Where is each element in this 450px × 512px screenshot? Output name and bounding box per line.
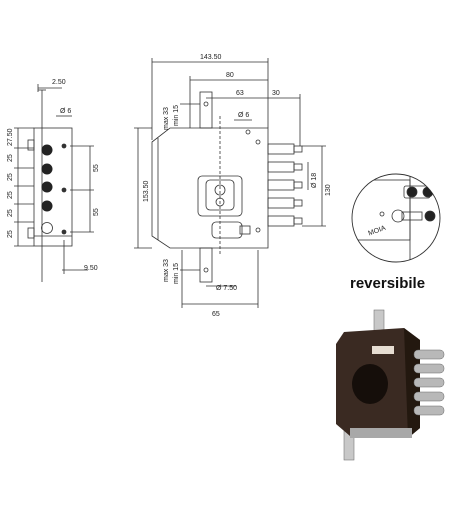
front-dim-65: 65	[212, 311, 220, 318]
front-dim-max-top: max 33	[163, 107, 170, 130]
side-left-dim: 25	[7, 173, 14, 181]
front-dim-min-bottom: min 15	[173, 263, 180, 284]
bolt	[413, 363, 445, 374]
side-bolts	[41, 144, 53, 234]
side-right-dim: 55	[93, 164, 100, 172]
front-dim-hole-bottom: Ø 7.50	[216, 285, 237, 292]
front-dim-min-top: min 15	[173, 105, 180, 126]
bolt-circle	[41, 181, 53, 193]
bolt	[413, 405, 445, 416]
front-dim-height: 153.50	[143, 180, 150, 202]
side-left-dim: 25	[7, 230, 14, 238]
side-right-dim: 55	[93, 208, 100, 216]
side-view	[14, 84, 94, 282]
bolt	[413, 377, 445, 388]
front-dim-width: 143.50	[200, 54, 222, 61]
side-left-dim: 25	[7, 154, 14, 162]
front-view	[134, 58, 326, 308]
bolt-circle	[41, 163, 53, 175]
front-dim-30: 30	[272, 90, 280, 97]
bolt-circle	[41, 144, 53, 156]
reversible-label: reversibile	[350, 275, 426, 292]
side-left-dim: 25	[7, 209, 14, 217]
front-dim-80: 80	[226, 72, 234, 79]
lock-photo	[336, 309, 445, 461]
side-dim-bottom: 9.50	[84, 265, 98, 272]
side-dim-hole: Ø 6	[60, 108, 71, 115]
side-left-dim: 25	[7, 191, 14, 199]
front-dim-hole-top: Ø 6	[238, 112, 249, 119]
detail-view: MOIA	[351, 173, 441, 263]
side-left-dim: 27.50	[7, 128, 14, 146]
front-dim-63: 63	[236, 90, 244, 97]
bolt-circle	[41, 222, 53, 234]
bolt	[413, 391, 445, 402]
front-dim-bolt: Ø 18	[311, 173, 318, 188]
front-dim-span: 130	[325, 184, 332, 196]
bolt	[413, 349, 445, 360]
side-dim-top: 2.50	[52, 79, 66, 86]
front-dim-max-bottom: max 33	[163, 259, 170, 282]
bolt-circle	[41, 200, 53, 212]
